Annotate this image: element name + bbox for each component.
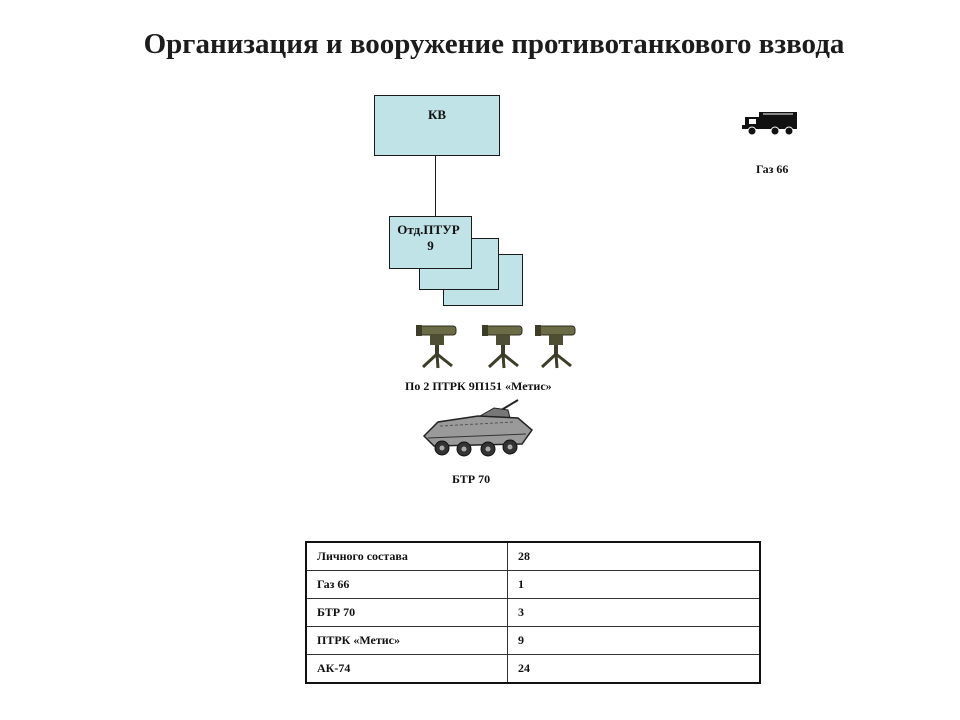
table-row: АК-74 24 (305, 654, 761, 684)
table-cell-value: 24 (507, 654, 761, 684)
table-cell-label: ПТРК «Метис» (305, 626, 508, 655)
atgm-launcher-icon (482, 325, 523, 369)
atgm-caption: По 2 ПТРК 9П151 «Метис» (405, 379, 552, 393)
table-cell-label: БТР 70 (305, 598, 508, 627)
truck-icon (742, 112, 797, 136)
table-row: БТР 70 3 (305, 598, 761, 627)
hq-label: КВ (427, 107, 447, 122)
table-row: Личного состава 28 (305, 541, 761, 571)
table-cell-label: Личного состава (305, 541, 508, 571)
table-cell-value: 3 (507, 598, 761, 627)
table-cell-label: АК-74 (305, 654, 508, 684)
table-cell-value: 28 (507, 541, 761, 571)
page-title: Организация и вооружение противотанковог… (143, 28, 845, 60)
table-row: ПТРК «Метис» 9 (305, 626, 761, 655)
squad-label: Отд.ПТУР (397, 222, 460, 237)
atgm-launcher-icon (416, 325, 457, 369)
table-cell-value: 9 (507, 626, 761, 655)
connector-line (435, 156, 436, 216)
summary-table: Личного состава 28 Газ 66 1 БТР 70 3 ПТР… (305, 541, 761, 684)
hq-box: КВ (374, 95, 500, 156)
squad-box-1: Отд.ПТУР 9 (389, 216, 472, 269)
apc-caption: БТР 70 (452, 472, 491, 486)
table-row: Газ 66 1 (305, 570, 761, 599)
table-cell-label: Газ 66 (305, 570, 508, 599)
atgm-launcher-icon (535, 325, 576, 369)
apc-icon (422, 399, 534, 457)
squad-count-label: 9 (427, 238, 434, 253)
truck-caption: Газ 66 (756, 162, 789, 176)
table-cell-value: 1 (507, 570, 761, 599)
